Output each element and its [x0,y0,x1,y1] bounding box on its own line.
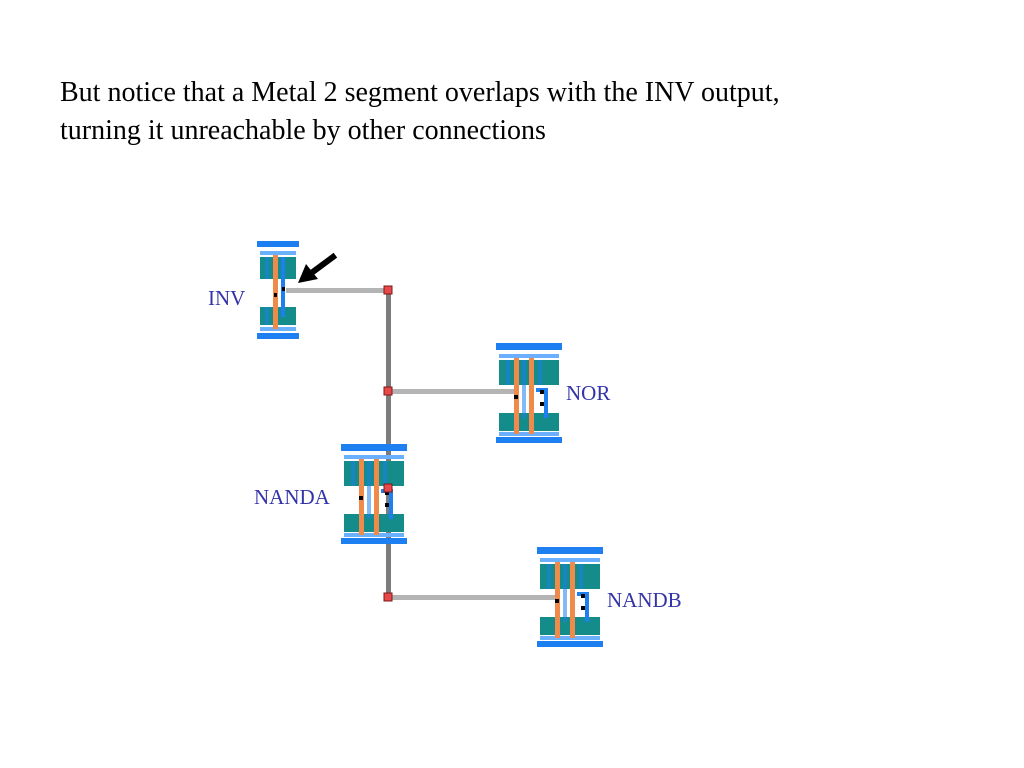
metal2-segment-nandb [388,595,558,600]
label-nanda: NANDA [254,485,331,509]
label-nandb: NANDB [607,588,682,612]
label-nor: NOR [566,381,610,405]
label-inv: INV [208,286,245,310]
slide-text: But notice that a Metal 2 segment overla… [60,74,1000,150]
metal2-segment-inv [286,288,388,293]
arrow-icon [298,252,338,283]
headline-line-2: turning it unreachable by other connecti… [60,115,546,146]
via-nandb [383,592,393,602]
headline-line-1: But notice that a Metal 2 segment overla… [60,77,780,108]
via-nanda [383,483,393,493]
metal2-segment-nor [388,389,518,394]
nanda-cell [341,444,407,544]
via-inv [383,285,393,295]
via-nor [383,386,393,396]
